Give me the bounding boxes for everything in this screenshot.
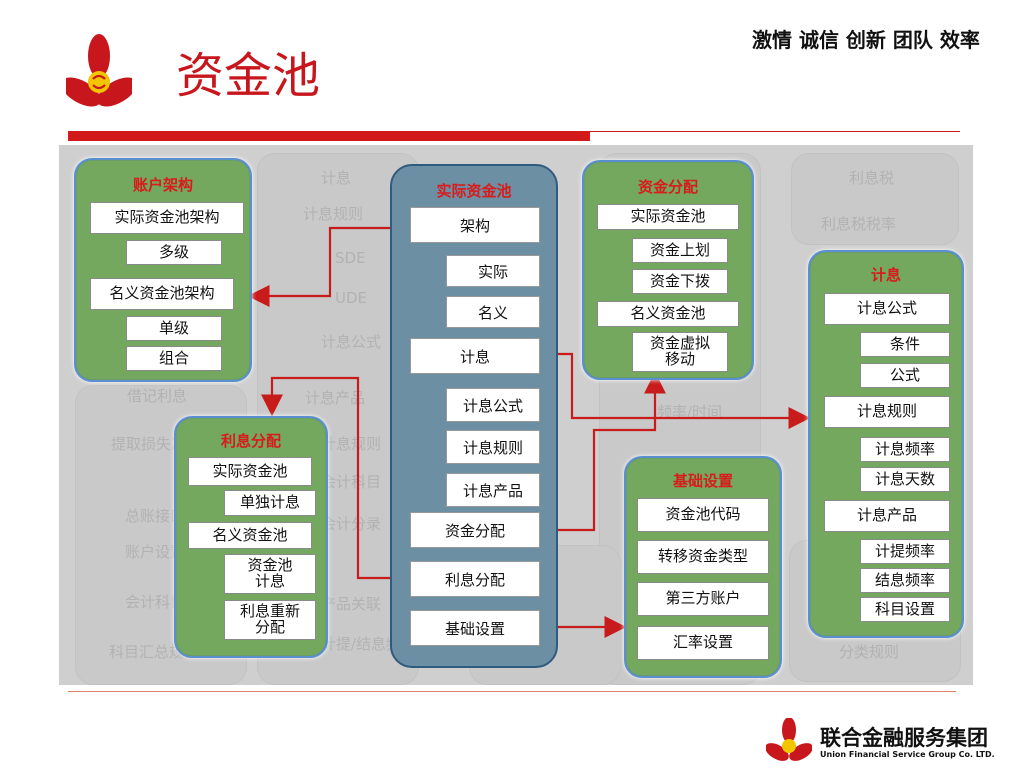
node-interest[interactable]: 计息	[410, 338, 540, 374]
bg-label: 会计分录	[321, 515, 382, 533]
node-pool-interest[interactable]: 资金池 计息	[224, 554, 316, 594]
bg-label: 计息产品	[305, 389, 366, 407]
node-account-settings[interactable]: 科目设置	[860, 597, 950, 622]
company-name-en: Union Financial Service Group Co. LTD.	[820, 750, 995, 759]
bg-label: 频率/时间	[657, 403, 723, 421]
node-interest-product[interactable]: 计息产品	[446, 473, 540, 507]
node-multi-level[interactable]: 多级	[126, 240, 222, 265]
node-actual[interactable]: 实际	[446, 255, 540, 287]
bg-label: 借记利息	[127, 387, 188, 405]
node-basic-settings[interactable]: 基础设置	[410, 610, 540, 646]
node-separate-interest[interactable]: 单独计息	[224, 490, 316, 516]
header-red-bar	[68, 131, 590, 141]
node-formula[interactable]: 公式	[860, 363, 950, 388]
company-logo-icon	[61, 34, 137, 114]
header-thin-line	[590, 131, 960, 132]
footer-line	[68, 691, 956, 692]
panel-title: 基础设置	[672, 472, 733, 490]
bg-label: 分类规则	[839, 643, 900, 661]
panel-title: 实际资金池	[436, 182, 512, 200]
bg-label: 计息规则	[303, 205, 364, 223]
node-transfer-type[interactable]: 转移资金类型	[637, 540, 769, 574]
footer-logo-icon	[765, 717, 813, 764]
bg-label: UDE	[335, 289, 368, 307]
node-combination[interactable]: 组合	[126, 346, 222, 371]
node-interest-allocation[interactable]: 利息分配	[410, 561, 540, 597]
bg-label: 会计科目	[125, 593, 186, 611]
node-notional[interactable]: 名义	[446, 296, 540, 328]
node-notional-pool[interactable]: 名义资金池	[188, 522, 312, 549]
node-virtual-fund-move[interactable]: 资金虚拟 移动	[632, 332, 728, 372]
node-interest-frequency[interactable]: 计息频率	[860, 437, 950, 462]
panel-title: 计息	[870, 266, 901, 284]
node-actual-pool[interactable]: 实际资金池	[188, 457, 312, 486]
arrow-interest-alloc	[261, 376, 410, 580]
panel-title: 账户架构	[132, 176, 193, 194]
company-name: 联合金融服务集团	[820, 726, 988, 750]
page-title: 资金池	[176, 48, 321, 104]
arrow-architecture-to-account	[247, 226, 410, 307]
node-fund-allocation[interactable]: 资金分配	[410, 512, 540, 548]
bg-label: 计息公式	[321, 333, 382, 351]
node-fx-rate-settings[interactable]: 汇率设置	[637, 626, 769, 660]
node-condition[interactable]: 条件	[860, 332, 950, 357]
bg-label: 产品关联	[321, 595, 382, 613]
bg-label: 利息税税率	[821, 215, 897, 233]
node-settlement-frequency[interactable]: 结息频率	[860, 568, 950, 593]
node-fund-upward[interactable]: 资金上划	[632, 238, 728, 263]
node-interest-reallocation[interactable]: 利息重新 分配	[224, 600, 316, 640]
node-actual-pool[interactable]: 实际资金池	[597, 204, 739, 230]
panel-account-structure	[74, 158, 252, 382]
node-actual-pool-arch[interactable]: 实际资金池架构	[90, 202, 244, 234]
node-interest-rule[interactable]: 计息规则	[446, 430, 540, 464]
node-interest-rule[interactable]: 计息规则	[824, 396, 950, 428]
slogan: 激情 诚信 创新 团队 效率	[752, 28, 980, 52]
panel-title: 资金分配	[637, 178, 698, 196]
bg-label: 计息规则	[321, 435, 382, 453]
bg-label: 利息税	[849, 169, 895, 187]
node-architecture[interactable]: 架构	[410, 207, 540, 243]
node-interest-formula[interactable]: 计息公式	[824, 293, 950, 325]
bg-label: 会计科目	[321, 473, 382, 491]
node-fund-downward[interactable]: 资金下拨	[632, 269, 728, 294]
node-third-party-account[interactable]: 第三方账户	[637, 582, 769, 616]
bg-label: 计息	[321, 169, 352, 187]
node-notional-pool[interactable]: 名义资金池	[597, 301, 739, 327]
node-interest-product[interactable]: 计息产品	[824, 500, 950, 532]
bg-label: 总账接口	[125, 507, 186, 525]
panel-title: 利息分配	[220, 432, 281, 450]
node-single-level[interactable]: 单级	[126, 316, 222, 341]
node-notional-pool-arch[interactable]: 名义资金池架构	[90, 278, 234, 310]
node-interest-formula[interactable]: 计息公式	[446, 388, 540, 422]
node-interest-days[interactable]: 计息天数	[860, 467, 950, 492]
node-accrual-frequency[interactable]: 计提频率	[860, 539, 950, 564]
bg-label: SDE	[335, 249, 366, 267]
bg-column	[791, 153, 959, 245]
node-pool-code[interactable]: 资金池代码	[637, 498, 769, 532]
arrow-fund-alloc	[540, 371, 666, 532]
bg-label: 账户设置	[125, 543, 186, 561]
